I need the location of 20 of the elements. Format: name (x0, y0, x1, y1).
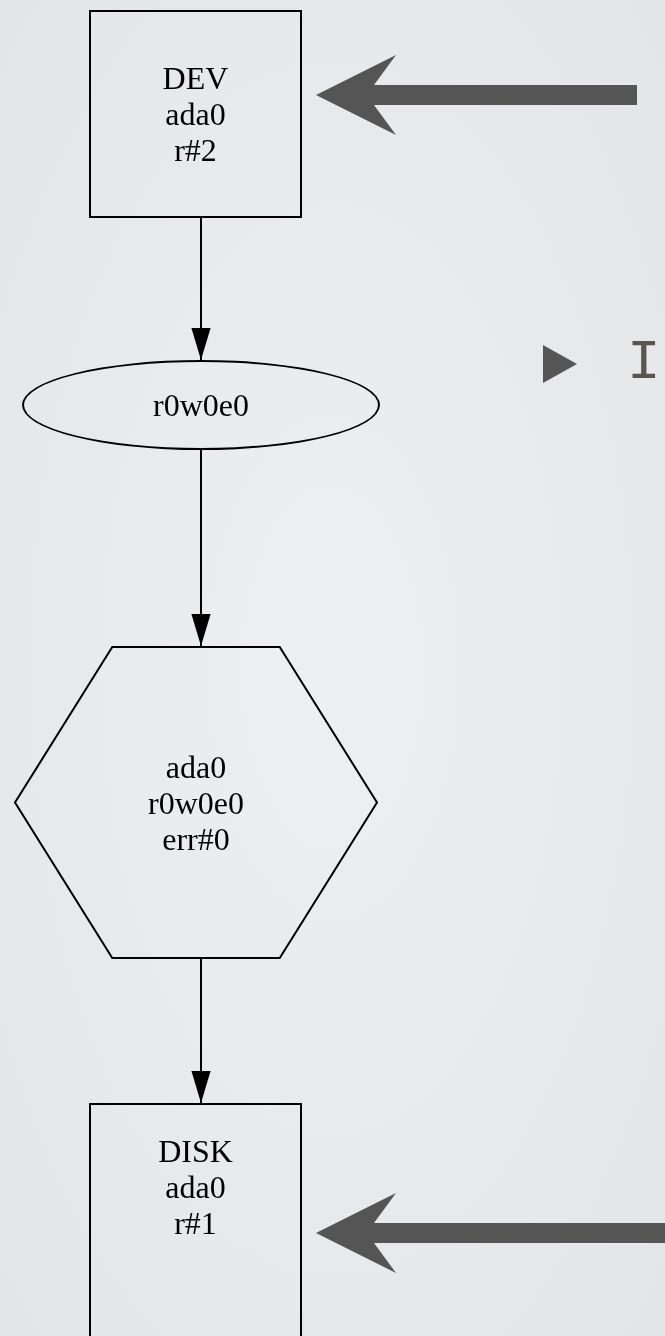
node-label: ada0 (165, 1169, 226, 1205)
arrow (191, 958, 211, 1104)
arrow (316, 55, 637, 135)
arrow (316, 1193, 665, 1273)
state-ellipse (22, 360, 380, 450)
node-label: ada0 (165, 748, 227, 785)
node-label: DISK (158, 1133, 233, 1169)
arrow (191, 449, 211, 647)
node-label: r#2 (174, 132, 217, 168)
node-label: r#1 (174, 1205, 217, 1241)
process-box (89, 1103, 302, 1336)
node-label: err#0 (162, 820, 230, 857)
node-label: r0w0e0 (148, 784, 244, 821)
hexagon-node (14, 646, 378, 959)
text-label: I (627, 333, 661, 393)
node-label: r0w0e0 (153, 387, 249, 423)
node-label: ada0 (165, 96, 226, 132)
node-label: DEV (162, 60, 229, 96)
process-box (89, 10, 302, 218)
arrow (191, 217, 211, 361)
